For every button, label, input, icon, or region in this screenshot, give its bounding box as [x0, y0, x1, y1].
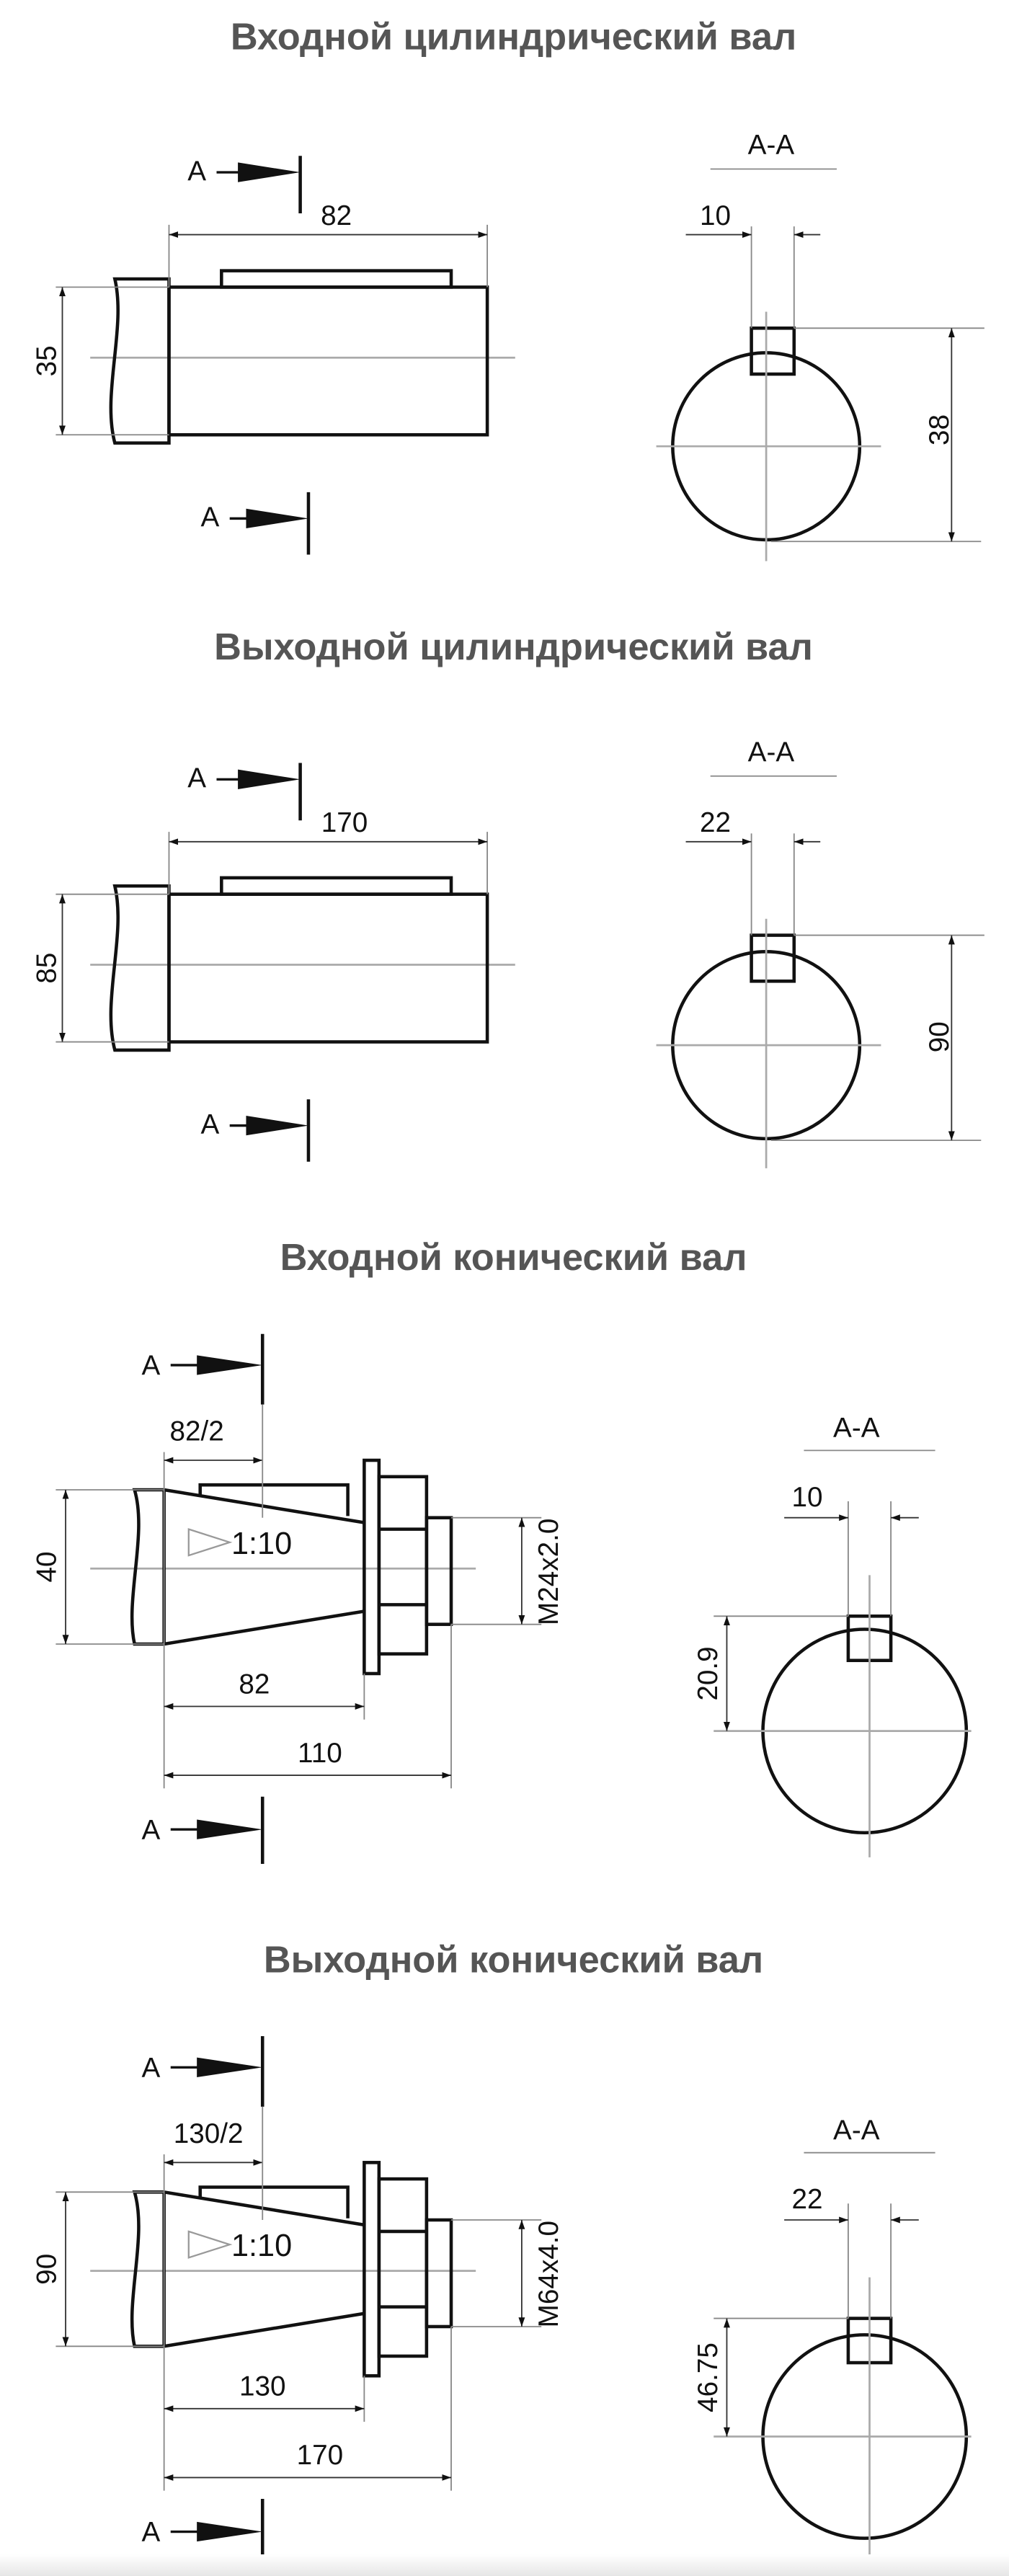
key [220, 876, 453, 896]
arrow-icon [197, 2057, 263, 2077]
section-label: A-A [833, 1413, 880, 1444]
key-width-label: 10 [700, 200, 731, 231]
taper-symbol: 1:10 [187, 1527, 292, 1561]
section-marker-bottom: A [142, 1796, 265, 1865]
key-height-label: 46.75 [693, 2342, 724, 2412]
section-title: Выходной цилиндрический вал [214, 626, 813, 668]
taper-label: 1:10 [231, 2229, 292, 2263]
shaft-body [167, 285, 489, 437]
key-section [750, 327, 796, 376]
section-mark-label: A [200, 502, 219, 533]
half-length-label: 82/2 [170, 1416, 224, 1447]
diameter-label: 35 [31, 345, 62, 376]
section-title: Входной цилиндрический вал [231, 16, 796, 58]
cone-length-label: 130 [239, 2371, 286, 2402]
cone-length-label: 82 [239, 1669, 270, 1700]
arrow-icon [197, 1819, 263, 1839]
arrow-icon [246, 508, 308, 529]
total-length-label: 110 [298, 1738, 342, 1769]
section-label: A-A [833, 2115, 880, 2146]
bottom-fade [0, 2554, 1009, 2576]
nut [377, 2177, 429, 2358]
key [198, 1483, 350, 1516]
washer [363, 1458, 381, 1676]
section-output-conical-shaft: Выходной конический вал 1:10 90 130/2 13… [31, 1939, 972, 2567]
arrow-icon [238, 769, 301, 789]
section-marker-top: A [142, 2036, 265, 2221]
arrow-icon [246, 1115, 308, 1136]
section-mark-label: A [142, 2517, 161, 2548]
section-marker-top: A [187, 156, 302, 213]
section-label: A-A [748, 130, 795, 161]
key [220, 269, 453, 289]
key-width-label: 10 [791, 1482, 822, 1513]
section-marker-bottom: A [200, 1099, 311, 1162]
section-mark-label: A [200, 1109, 219, 1140]
thread-label: M24x2.0 [533, 1519, 564, 1625]
arrow-icon [197, 1355, 263, 1375]
cone-body [162, 1488, 365, 1646]
taper-label: 1:10 [231, 1527, 292, 1561]
nut [377, 1475, 429, 1656]
section-input-conical-shaft: Входной конический вал 1:10 40 82/2 82 [31, 1237, 972, 1865]
break-edge [130, 1488, 164, 1646]
key-height-label: 90 [924, 1021, 955, 1052]
section-marker-top: A [142, 1333, 265, 1518]
section-marker-top: A [187, 763, 302, 821]
section-title: Входной конический вал [280, 1237, 747, 1279]
section-label: A-A [748, 737, 795, 768]
half-length-label: 130/2 [174, 2118, 244, 2149]
section-marker-bottom: A [142, 2498, 265, 2567]
key-width-label: 22 [791, 2184, 822, 2215]
cone-body [162, 2190, 365, 2348]
shoulder [109, 277, 171, 445]
taper-symbol: 1:10 [187, 2229, 292, 2263]
arrow-icon [238, 162, 301, 182]
diameter-label: 40 [31, 1551, 62, 1582]
section-mark-label: A [187, 763, 206, 794]
side-view: 35 82 A A [31, 156, 515, 555]
section-mark-label: A [187, 156, 206, 187]
side-view: 1:10 90 130/2 130 170 M64x4.0 A [31, 2036, 564, 2567]
washer [363, 2161, 381, 2378]
length-label: 82 [321, 200, 352, 231]
cross-section-view: A-A 10 20.9 [693, 1413, 972, 1857]
thread-label: M64x4.0 [533, 2221, 564, 2327]
thread-end [425, 1516, 453, 1626]
diameter-label: 85 [31, 953, 62, 984]
section-mark-label: A [142, 1351, 161, 1382]
diameter-label: 90 [31, 2254, 62, 2285]
shoulder [109, 884, 171, 1052]
key-width-label: 22 [700, 807, 731, 838]
taper-icon [187, 2230, 233, 2259]
taper-icon [187, 1528, 233, 1557]
section-mark-label: A [142, 2053, 161, 2084]
section-mark-label: A [142, 1815, 161, 1846]
cross-section-view: A-A 22 46.75 [693, 2115, 972, 2560]
total-length-label: 170 [297, 2440, 344, 2471]
section-input-cylindrical-shaft: Входной цилиндрический вал 35 82 A A [31, 16, 984, 561]
shaft-body [167, 892, 489, 1044]
side-view: 1:10 40 82/2 82 110 M24x2.0 A [31, 1333, 564, 1865]
section-marker-bottom: A [200, 492, 311, 555]
key-height-label: 38 [924, 414, 955, 445]
arrow-icon [197, 2521, 263, 2542]
key [198, 2185, 350, 2219]
side-view: 85 170 A A [31, 763, 515, 1162]
section-title: Выходной конический вал [264, 1939, 763, 1981]
length-label: 170 [321, 807, 368, 838]
cross-section-view: A-A 22 90 [656, 737, 984, 1168]
key-height-label: 20.9 [693, 1646, 724, 1700]
section-output-cylindrical-shaft: Выходной цилиндрический вал 85 170 A A [31, 626, 984, 1168]
cross-section-view: A-A 10 38 [656, 130, 984, 561]
